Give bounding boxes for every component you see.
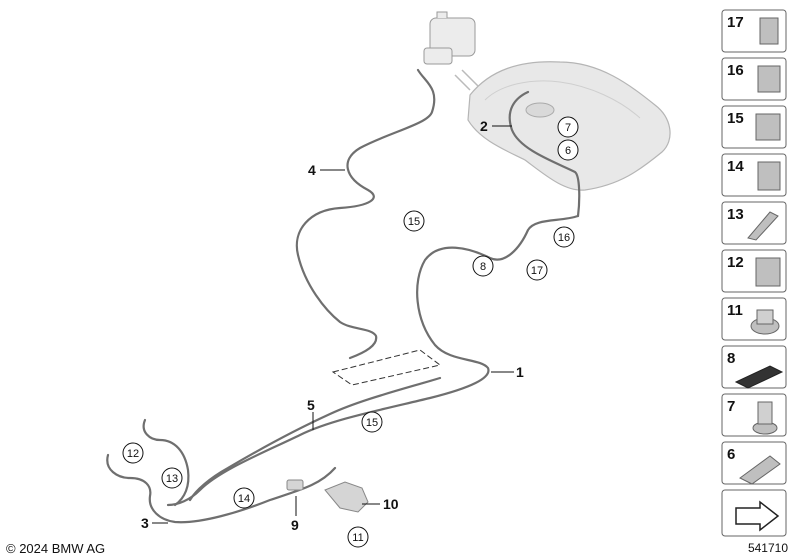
side-panel: 17 16 15 14 13 12 11 8 7 6 — [721, 9, 787, 537]
callout-3: 3 — [141, 515, 149, 531]
callout-4: 4 — [308, 162, 316, 178]
svg-text:15: 15 — [366, 417, 378, 429]
callout-9: 9 — [291, 517, 299, 533]
callout-10: 10 — [383, 496, 399, 512]
svg-text:17: 17 — [531, 265, 543, 277]
circle-callout-8: 8 — [472, 255, 494, 277]
side-item-13: 13 — [721, 201, 787, 245]
side-item-6: 6 — [721, 441, 787, 485]
side-item-8: 8 — [721, 345, 787, 389]
svg-text:16: 16 — [558, 232, 570, 244]
callout-2: 2 — [480, 118, 488, 134]
circle-callout-14: 14 — [233, 487, 255, 509]
circle-callout-16: 16 — [553, 226, 575, 248]
circle-callout-6: 6 — [557, 139, 579, 161]
svg-text:6: 6 — [565, 145, 571, 157]
circle-callout-15a: 15 — [403, 210, 425, 232]
callouts: 1 2 3 4 5 9 10 — [141, 118, 524, 533]
side-item-11: 11 — [721, 297, 787, 341]
callout-1: 1 — [516, 364, 524, 380]
svg-text:11: 11 — [727, 302, 743, 319]
svg-text:12: 12 — [127, 448, 139, 460]
bracket-part — [286, 479, 369, 513]
side-item-15: 15 — [721, 105, 787, 149]
side-item-14: 14 — [721, 153, 787, 197]
svg-text:15: 15 — [727, 110, 744, 127]
svg-text:14: 14 — [238, 493, 250, 505]
diagram-number: 541710 — [747, 541, 788, 555]
carbon-canister — [423, 11, 476, 65]
svg-text:12: 12 — [727, 254, 744, 271]
circle-callout-11: 11 — [347, 526, 369, 548]
side-item-16: 16 — [721, 57, 787, 101]
svg-text:8: 8 — [727, 350, 735, 367]
side-item-17: 17 — [721, 9, 787, 53]
circle-callout-15b: 15 — [361, 411, 383, 433]
svg-text:11: 11 — [352, 532, 363, 544]
copyright-label: © 2024 BMW AG — [6, 541, 106, 556]
circle-callouts: 7 6 15 16 8 17 15 12 13 14 11 — [122, 116, 579, 548]
svg-text:16: 16 — [727, 62, 744, 79]
svg-text:7: 7 — [565, 122, 571, 134]
svg-text:6: 6 — [727, 446, 735, 463]
side-item-arrow — [721, 489, 787, 537]
fuel-pipes — [106, 68, 581, 524]
side-item-12: 12 — [721, 249, 787, 293]
callout-5: 5 — [307, 397, 315, 413]
svg-text:17: 17 — [727, 14, 744, 31]
side-item-7: 7 — [721, 393, 787, 437]
circle-callout-17: 17 — [526, 259, 548, 281]
circle-callout-13: 13 — [161, 467, 183, 489]
svg-text:8: 8 — [480, 261, 486, 273]
dashed-outline — [331, 349, 442, 386]
svg-text:13: 13 — [166, 473, 178, 485]
circle-callout-12: 12 — [122, 442, 144, 464]
svg-text:14: 14 — [727, 158, 744, 175]
circle-callout-7: 7 — [557, 116, 579, 138]
svg-text:7: 7 — [727, 398, 735, 415]
svg-text:15: 15 — [408, 216, 420, 228]
leader-lines — [152, 125, 514, 524]
svg-text:13: 13 — [727, 206, 744, 223]
